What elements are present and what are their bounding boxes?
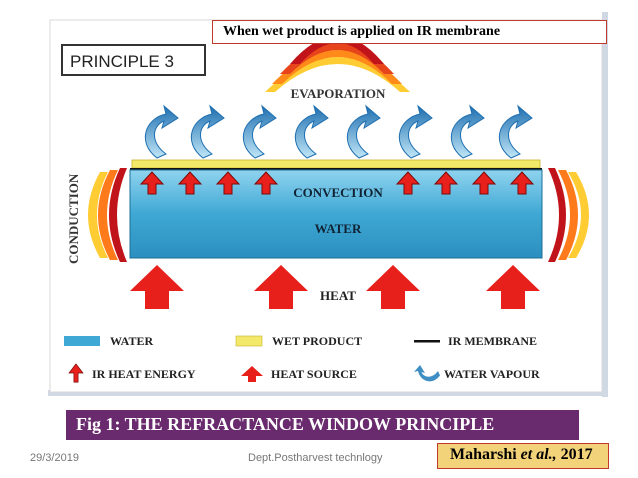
- heat-arrow-icon: [241, 366, 263, 382]
- legend-ir-membrane-label: IR MEMBRANE: [448, 334, 537, 348]
- citation-year: 2017: [556, 446, 593, 463]
- legend-wet-product-label: WET PRODUCT: [272, 334, 362, 348]
- legend: WATER WET PRODUCT IR MEMBRANE IR HEAT EN…: [64, 334, 540, 383]
- convection-label: CONVECTION: [293, 185, 383, 200]
- legend-wet-product-swatch: [235, 335, 263, 347]
- legend-ir-membrane-swatch: [414, 340, 440, 343]
- citation-etal: et al.,: [520, 446, 557, 463]
- vapour-arrow-icon: [414, 365, 440, 382]
- legend-heat-source-label: HEAT SOURCE: [271, 367, 357, 381]
- citation-author: Maharshi: [450, 446, 521, 463]
- evaporation-label: EVAPORATION: [291, 86, 386, 101]
- heat-wave-icon: [548, 168, 589, 262]
- conduction-label: CONDUCTION: [66, 173, 81, 264]
- legend-ir-heat-energy-label: IR HEAT ENERGY: [92, 367, 196, 381]
- legend-water-label: WATER: [110, 334, 153, 348]
- water-label: WATER: [315, 221, 362, 236]
- footer-date: 29/3/2019: [30, 452, 79, 464]
- callout-box: When wet product is applied on IR membra…: [212, 20, 607, 44]
- figure-caption: Fig 1: THE REFRACTANCE WINDOW PRINCIPLE: [66, 410, 579, 440]
- ir-membrane-line: [130, 168, 542, 170]
- legend-water-vapour-label: WATER VAPOUR: [444, 367, 540, 381]
- legend-water-swatch: [64, 336, 100, 346]
- wet-product-layer: [131, 159, 541, 169]
- principle-box: [61, 44, 206, 76]
- ir-arrow-icon: [68, 363, 84, 383]
- citation-box: Maharshi et al., 2017: [437, 443, 609, 469]
- water-tank: [129, 169, 543, 259]
- footer-dept: Dept.Postharvest technlogy: [248, 452, 383, 464]
- principle-label: PRINCIPLE 3: [70, 52, 174, 71]
- heat-label: HEAT: [320, 288, 356, 303]
- heat-wave-icon: [88, 168, 127, 262]
